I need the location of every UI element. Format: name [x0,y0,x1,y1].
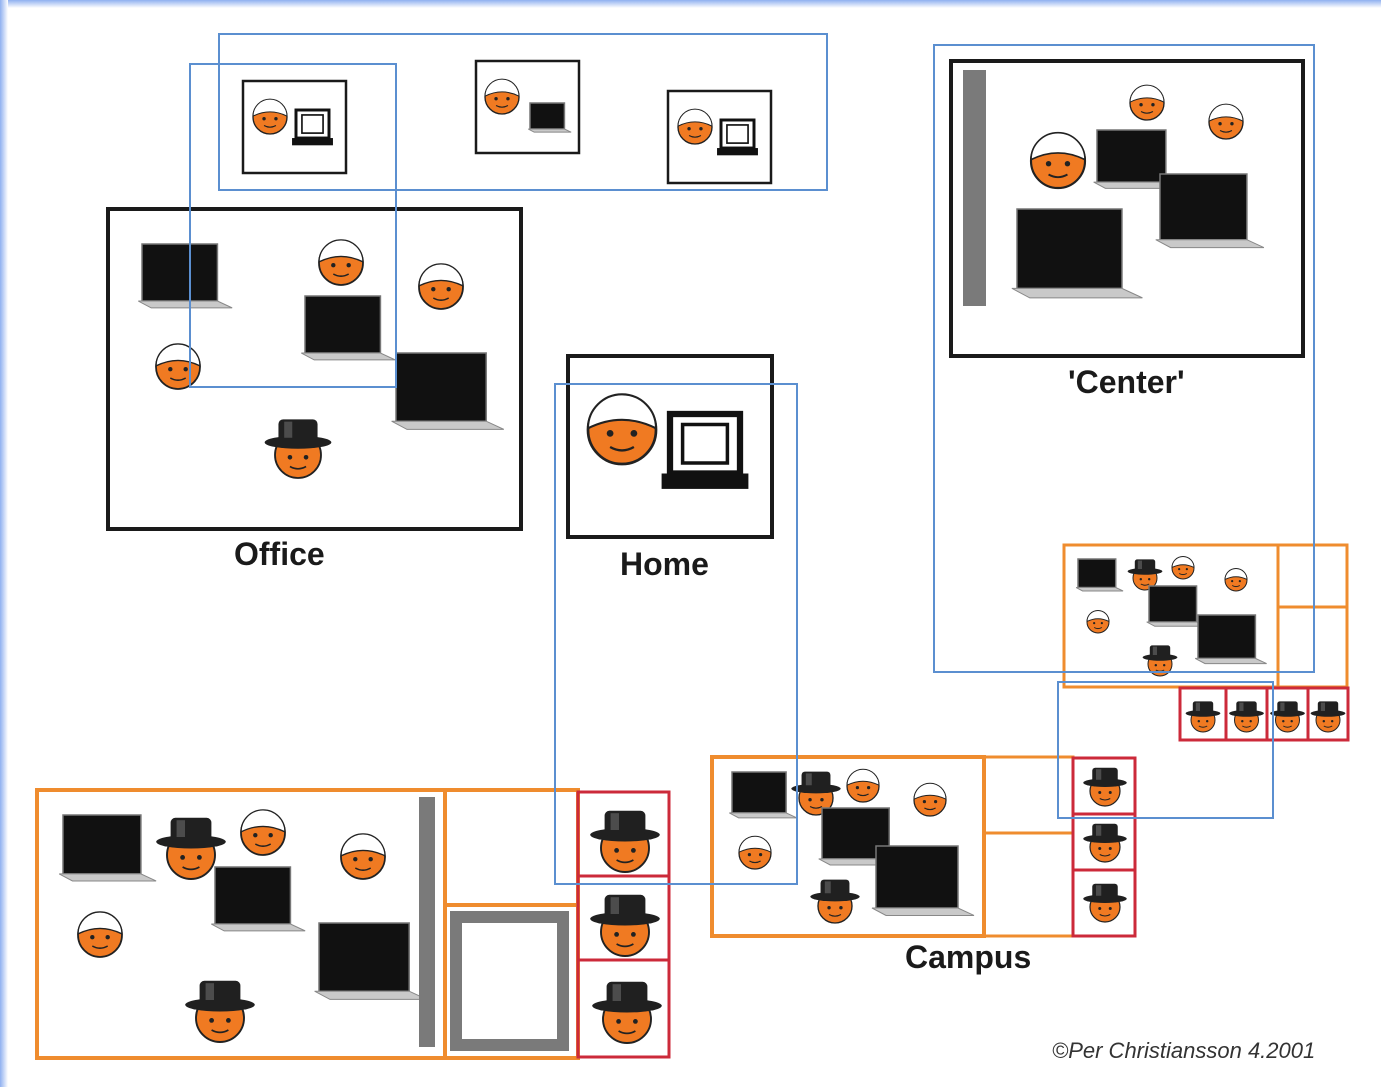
top-small-frame-1 [241,79,348,175]
face-icon [252,98,288,135]
bottom-left-gray-bar [419,797,435,1047]
top-hat-person-icon [1083,767,1127,807]
face-icon [77,911,123,958]
laptop-icon [301,295,396,361]
laptop-icon [528,102,572,133]
desktop-terminal-icon [717,118,758,156]
copyright-notice: ©Per Christiansson 4.2001 [1052,1038,1316,1063]
laptop-icon [211,866,306,932]
top-hat-person-icon [1127,559,1163,591]
face-icon [1129,84,1165,121]
top-hat-person-icon [590,894,660,957]
laptop-icon [391,352,505,430]
top-hat-person-icon [810,879,860,924]
top-hat-person-icon [1083,883,1127,923]
laptop-icon [1155,173,1265,249]
top-small-frame-2 [474,59,581,155]
bottom-red-cell-3 [576,958,671,1059]
campus-label: Campus [905,939,1032,975]
gray-square-frame [450,911,569,1051]
top-hat-person-icon [1142,645,1178,677]
face-icon [1029,131,1087,190]
laptop-icon [1011,208,1143,299]
top-hat-person-icon [1270,701,1305,733]
face-icon [318,239,364,286]
office-frame [106,207,523,531]
top-hat-person-icon [1083,823,1127,863]
desktop-terminal-icon [661,410,749,489]
laptop-icon [1146,585,1207,627]
campus-orange-cell-top [982,755,1075,835]
top-small-frame-3 [666,89,773,185]
face-icon [1208,103,1244,140]
face-icon [586,393,658,466]
laptop-icon [1093,129,1180,189]
top-hat-person-icon [1185,701,1221,733]
desktop-terminal-icon [292,108,333,146]
right-orange-cell-top [1276,543,1349,609]
laptop-icon [729,771,797,819]
face-icon [677,108,713,145]
home-label: Home [620,546,709,582]
center-label: 'Center' [1068,364,1185,400]
face-icon [913,782,947,817]
blue-frame-right-lower [1057,681,1274,819]
top-hat-person-icon [156,817,226,880]
face-icon [155,343,201,390]
laptop-icon [1194,614,1267,665]
laptop-icon [138,243,233,309]
campus-red-cell-3 [1071,868,1137,938]
face-icon [1224,568,1248,592]
blue-frame-home-campus [554,383,798,885]
laptop-icon [871,845,975,916]
blue-frame-office-overlap [189,63,397,388]
face-icon [1171,556,1195,580]
right-red-cell-4 [1306,686,1350,742]
face-icon [846,768,880,803]
laptop-icon [314,922,428,1000]
center-frame [949,59,1305,358]
top-hat-person-icon [791,771,841,816]
face-icon [340,833,386,880]
face-icon [418,263,464,310]
office-label: Office [234,536,325,572]
top-hat-person-icon [185,980,255,1043]
top-hat-person-icon [1310,701,1346,733]
face-icon [1086,610,1110,634]
face-icon [484,78,520,115]
bottom-middle-orange-frame [443,788,580,907]
top-hat-person-icon [264,419,332,479]
blue-frame-top-strip [218,33,828,191]
face-icon [738,835,772,870]
laptop-icon [58,814,157,882]
right-orange-cell-bottom [1276,605,1349,689]
home-frame [566,354,774,539]
top-hat-person-icon [590,810,660,873]
top-hat-person-icon [1229,701,1264,733]
blue-frame-center [933,44,1315,673]
top-hat-person-icon [592,981,662,1044]
face-icon [240,809,286,856]
center-gray-bar [963,70,986,306]
laptop-icon [1075,558,1124,592]
campus-orange-cell-bottom [982,831,1075,938]
